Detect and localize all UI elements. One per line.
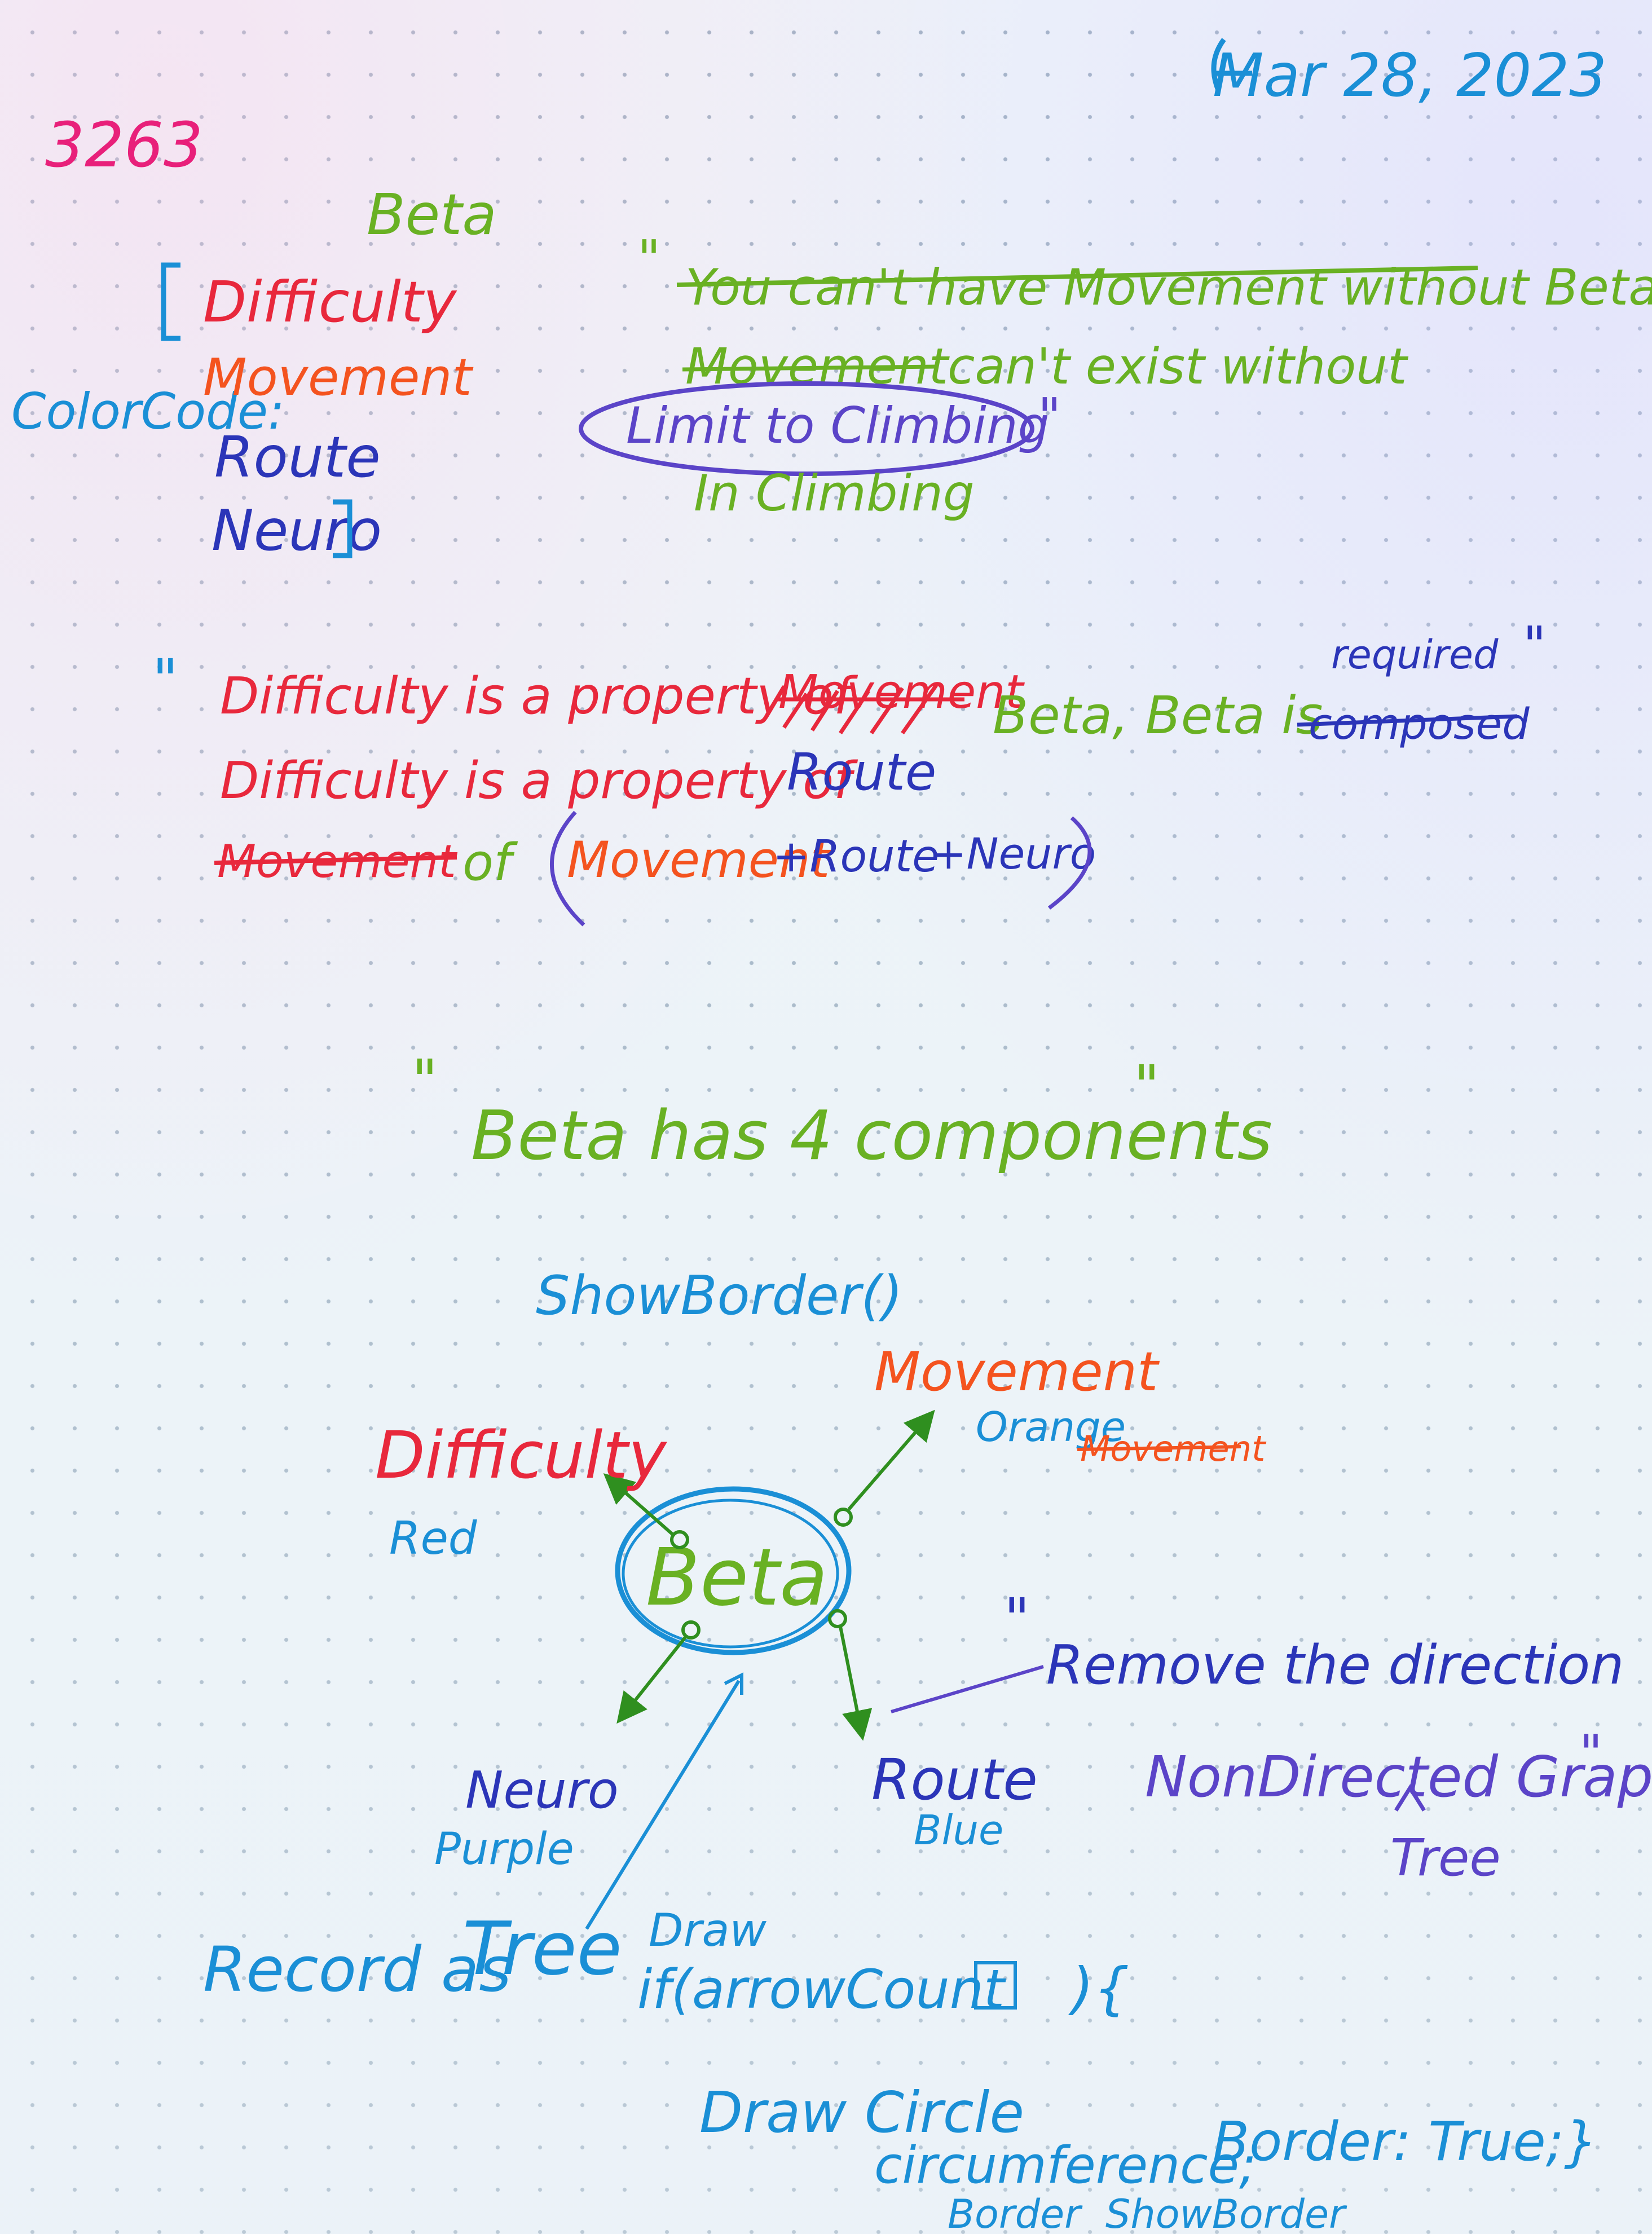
statement-line2: Difficulty is a property of [220, 751, 858, 810]
paren-open [550, 810, 585, 927]
quote-strike [676, 266, 1478, 287]
statement-insert: required [1331, 632, 1499, 678]
code-border-true: Border: True;} [1213, 2111, 1598, 2173]
beta-diagram: Beta Difficulty Red Movement Orange Move… [375, 1341, 1267, 1875]
statement-movement: Movement [567, 831, 832, 889]
date-mark [1211, 38, 1252, 91]
node-route-color: Blue [914, 1806, 1003, 1854]
quote-struck: You can't have Movement without Beta [685, 258, 1652, 316]
edge-movement [847, 1409, 935, 1510]
statement-line1: Difficulty is a property of [220, 667, 858, 726]
node-movement-color: Orange [976, 1403, 1126, 1451]
code-showborder-under: ShowBorder [1105, 2191, 1347, 2234]
graph-quote-close: " [1579, 1724, 1602, 1783]
line2-strike [682, 364, 937, 372]
remove-pointer [891, 1665, 1044, 1713]
bracket-close [333, 499, 353, 558]
tree-pointer [585, 1680, 741, 1930]
show-border: ShowBorder() [536, 1265, 903, 1327]
tree-pointer-head [724, 1672, 743, 1695]
scribble-box [974, 1961, 1017, 2010]
color-code-label: ColorCode: [11, 382, 285, 440]
statement-neuro-plus: +Neuro [931, 829, 1096, 879]
movement-strike [1077, 1445, 1241, 1451]
remove-quote-open: " [1004, 1586, 1030, 1652]
remove-direction: Remove the direction [1046, 1634, 1624, 1697]
node-neuro-color: Purple [434, 1824, 574, 1875]
port-top-left [670, 1530, 689, 1549]
movement-hatch [778, 684, 964, 735]
statement-quote-open: " [152, 647, 178, 713]
node-difficulty-color: Red [389, 1512, 478, 1565]
code-circumference: circumference; [874, 2136, 1256, 2195]
code-difficulty: Difficulty [203, 269, 457, 335]
code-draw: Draw [649, 1904, 767, 1957]
edge-neuro [616, 1636, 687, 1724]
quote-mark-open: " [637, 230, 660, 289]
node-movement: Movement [874, 1341, 1160, 1403]
statement-line1-suffix: Beta, Beta is [993, 685, 1323, 746]
beta-node-circle-inner [622, 1499, 839, 1649]
statement-route: Route [787, 743, 936, 802]
composed-strike [1297, 714, 1518, 727]
statement-quote-close: " [1523, 616, 1546, 675]
node-route: Route [871, 1747, 1038, 1813]
graph-note: NonDirected Graph [1145, 1744, 1652, 1810]
statement-of: of [462, 833, 518, 892]
headline-quote-open: " [412, 1047, 438, 1113]
tree-word: Tree [462, 1906, 622, 1991]
statement-route-plus: +Route [773, 831, 939, 882]
page-number: 3263 [45, 109, 203, 181]
circle-limit [579, 381, 1034, 476]
code-movement: Movement [203, 348, 474, 407]
code-if: if(arrowCount [637, 1959, 1007, 2021]
code-neuro: Neuro [212, 497, 382, 563]
quote-line2: can't exist without [948, 337, 1409, 395]
tree-note: Tree [1390, 1828, 1501, 1888]
port-bottom-right [828, 1609, 847, 1628]
quote-line4: In Climbing [694, 464, 975, 522]
edge-route [839, 1626, 873, 1741]
headline: Beta has 4 components [471, 1097, 1272, 1175]
code-route: Route [214, 424, 381, 490]
record-as: Record as [203, 1933, 512, 2006]
code-border-under: Border [948, 2191, 1083, 2234]
quote-circled: Limit to Climbing [626, 396, 1049, 455]
quote-mark-close: " [1038, 387, 1061, 447]
date: Mar 28, 2023 [1213, 41, 1607, 110]
port-bottom-left [681, 1620, 701, 1640]
edge-difficulty [603, 1473, 673, 1536]
headline-quote-close: " [1134, 1053, 1160, 1119]
code-draw-circle: Draw Circle [699, 2079, 1024, 2145]
beta-node-circle [615, 1486, 852, 1655]
code-brace: ){ [1068, 1955, 1130, 2021]
line3-strike [214, 855, 457, 865]
node-difficulty: Difficulty [375, 1418, 668, 1493]
bracket-open [161, 262, 180, 341]
insert-caret [1394, 1784, 1426, 1812]
paren-close [1047, 816, 1092, 910]
beta-title: Beta [367, 182, 497, 248]
node-neuro: Neuro [465, 1761, 619, 1820]
port-top-right [834, 1508, 853, 1527]
